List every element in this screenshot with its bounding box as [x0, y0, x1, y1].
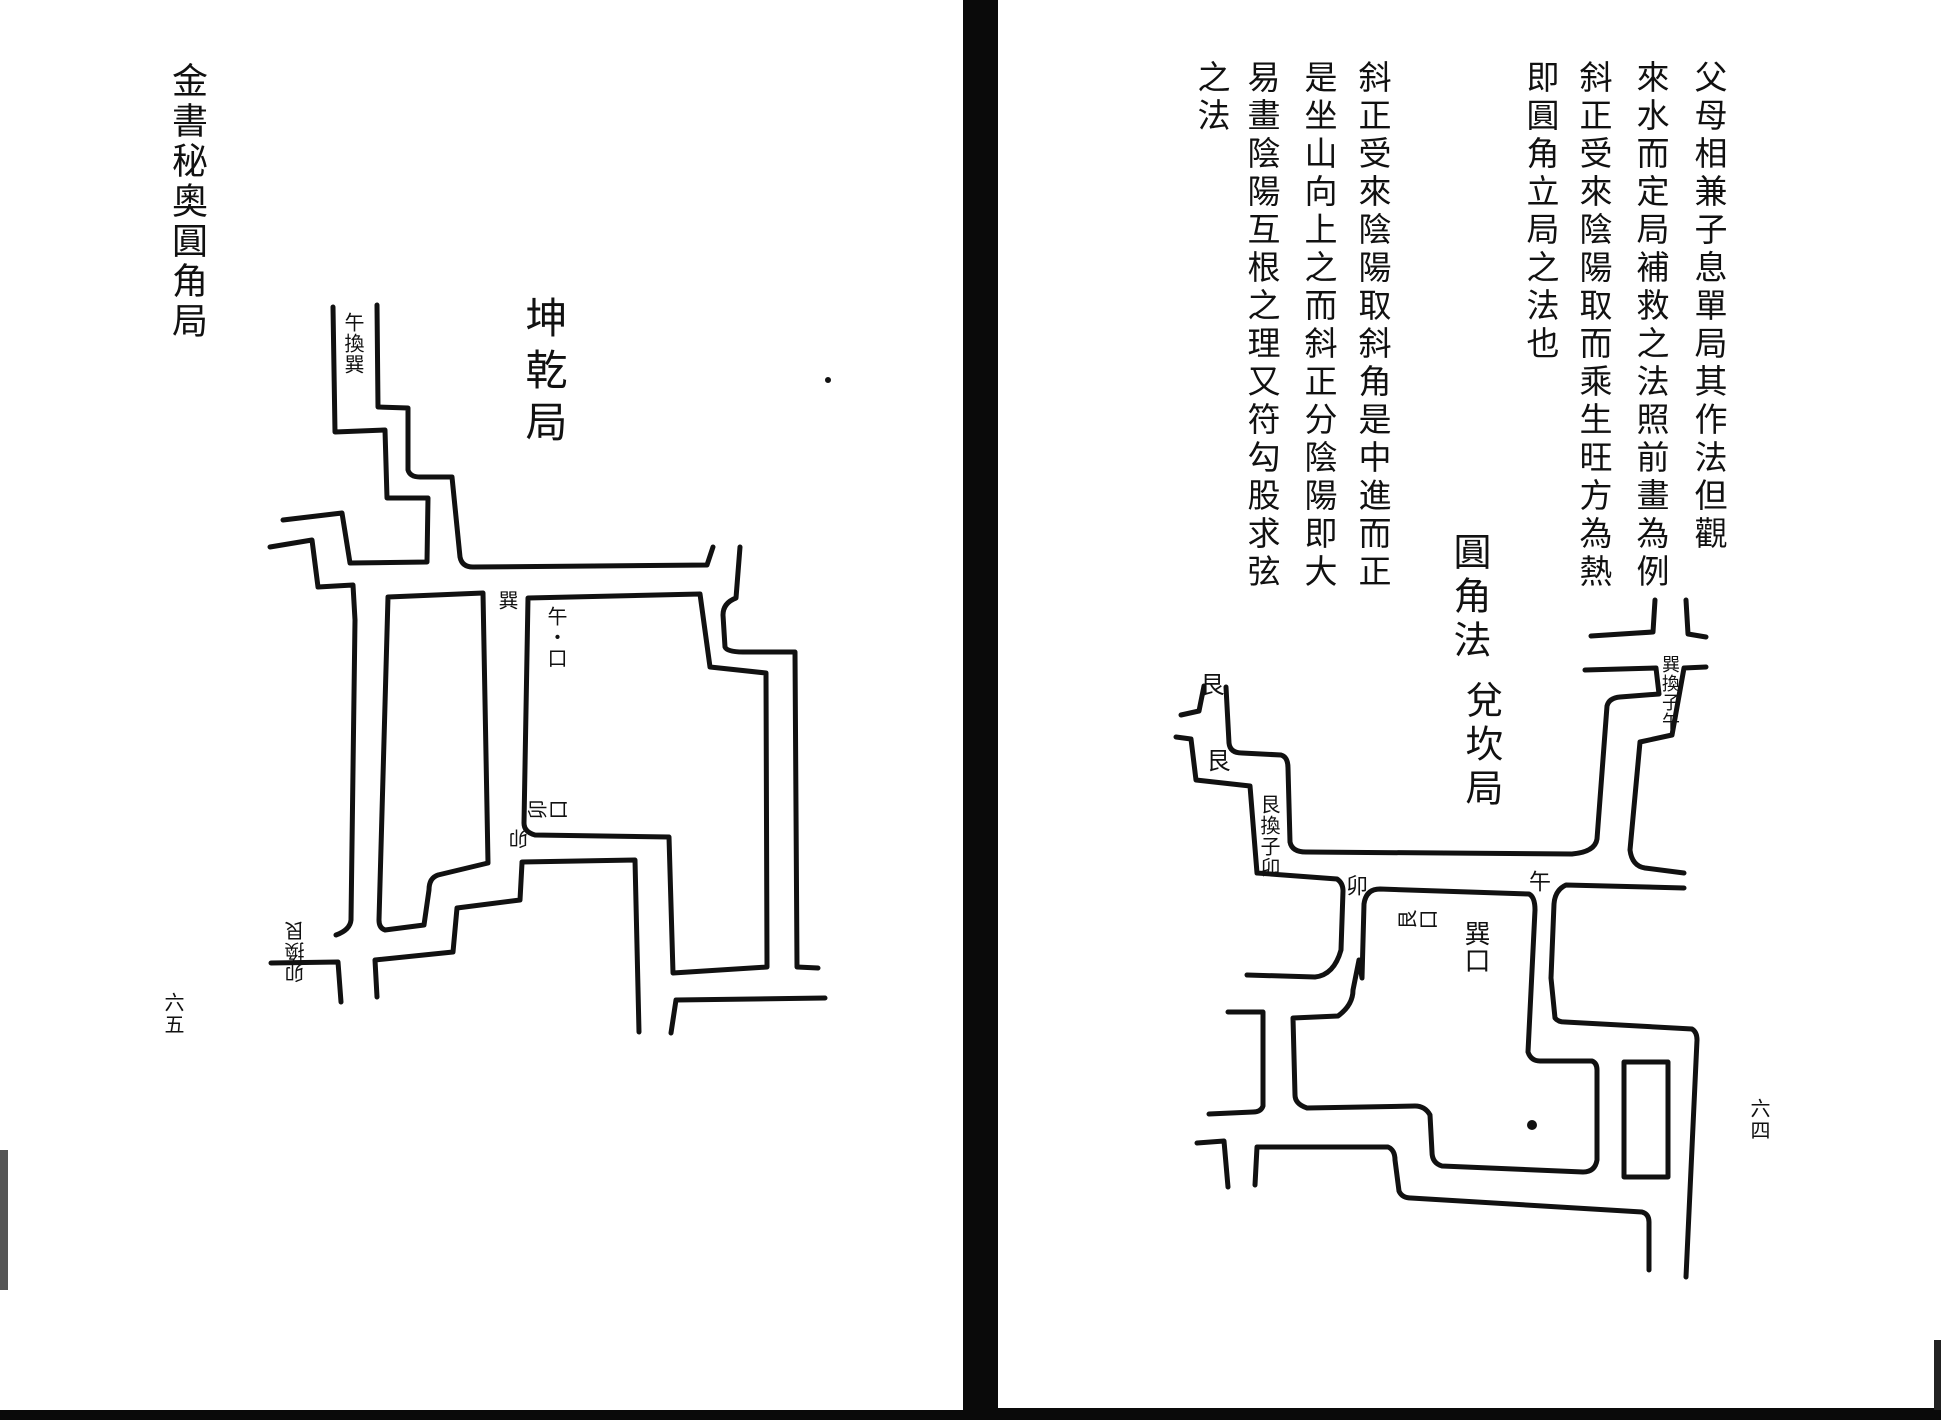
right-diagram-wall [1548, 882, 1700, 1280]
ink-dot [825, 377, 831, 383]
right-diagram-title-2: 兌坎局 [1459, 680, 1503, 812]
label-xun-huan-zi-wu: 巽換子午 [1659, 655, 1680, 731]
left-diagram-wall [720, 544, 821, 971]
left-scan-edge [0, 1150, 8, 1290]
left-diagram-title: 坤乾局 [519, 296, 568, 452]
right-diagram-wall [1173, 734, 1346, 980]
left-diagram-wall [668, 995, 828, 1036]
label-wu-kou: 午・口 [544, 606, 568, 669]
left-diagram-wall [268, 959, 344, 1005]
label-mao-huan-gen: 卯換艮 [284, 920, 308, 983]
label-wu-huan-xun: 午換巽 [341, 312, 365, 375]
label-wu: 午 [1525, 870, 1550, 893]
ink-dot [1527, 1120, 1537, 1130]
text-column: 斜正受來陰陽取斜角是中進而正 [1353, 60, 1392, 592]
left-diagram-wall [519, 857, 642, 1035]
right-diagram-wall [1290, 886, 1600, 1175]
left-diagram-wall [376, 590, 491, 933]
text-column: 斜正受來陰陽取而乘生旺方為熱 [1574, 60, 1613, 592]
page-number-left: 六五 [161, 992, 185, 1036]
label-gen-top: 艮 [1196, 672, 1224, 697]
text-column: 父母相兼子息單局其作法但觀 [1689, 60, 1728, 554]
text-column: 來水而定局補救之法照前畫為例 [1631, 60, 1670, 592]
right-diagram-wall [1223, 665, 1662, 857]
label-xun-kou: 巽口 [1460, 920, 1490, 974]
right-scan-edge [1934, 1340, 1941, 1410]
label-gen: 艮 [1202, 748, 1230, 773]
right-diagram-small-block [1621, 1059, 1671, 1180]
right-diagram-wall [1194, 1138, 1231, 1190]
label-mao: 卯 [508, 828, 532, 849]
bottom-edge-right [998, 1408, 1941, 1420]
book-gutter [963, 0, 998, 1420]
right-diagram-wall [1683, 597, 1709, 640]
label-mao-kou: 卯口 [527, 799, 569, 823]
bottom-edge-left [0, 1410, 963, 1420]
right-diagram-wall [1206, 1009, 1266, 1117]
label-mao: 卯 [1342, 874, 1367, 897]
page-number-right: 六四 [1747, 1098, 1771, 1142]
label-gen-huan-zi-mao: 艮換子卯 [1257, 794, 1281, 878]
right-diagram-wall [1588, 597, 1658, 639]
left-diagram-wall [280, 304, 431, 566]
right-diagram-wall [1252, 1144, 1652, 1273]
right-diagram-channels [1173, 597, 1709, 1280]
right-diagram-wall [1178, 683, 1207, 718]
right-diagram-title-1: 圓角法 [1447, 532, 1491, 664]
left-diagram-wall [374, 302, 716, 570]
label-gen-kou: 艮口 [1397, 909, 1439, 933]
text-column: 即圓角立局之法也 [1521, 60, 1560, 364]
left-diagram-wall [372, 860, 525, 1000]
label-xun: 巽 [495, 590, 519, 611]
left-diagram-wall [267, 537, 358, 938]
text-column: 之法 [1192, 60, 1231, 136]
text-column: 易畫陰陽互根之理又符勾股求弦 [1242, 60, 1281, 592]
left-page-title: 金書秘奧圓角局 [166, 62, 207, 342]
left-diagram-wall [521, 591, 770, 976]
right-diagram-wall [1627, 664, 1709, 876]
text-column: 是坐山向上之而斜正分陰陽即大 [1299, 60, 1338, 592]
left-diagram-channels [267, 302, 831, 1036]
